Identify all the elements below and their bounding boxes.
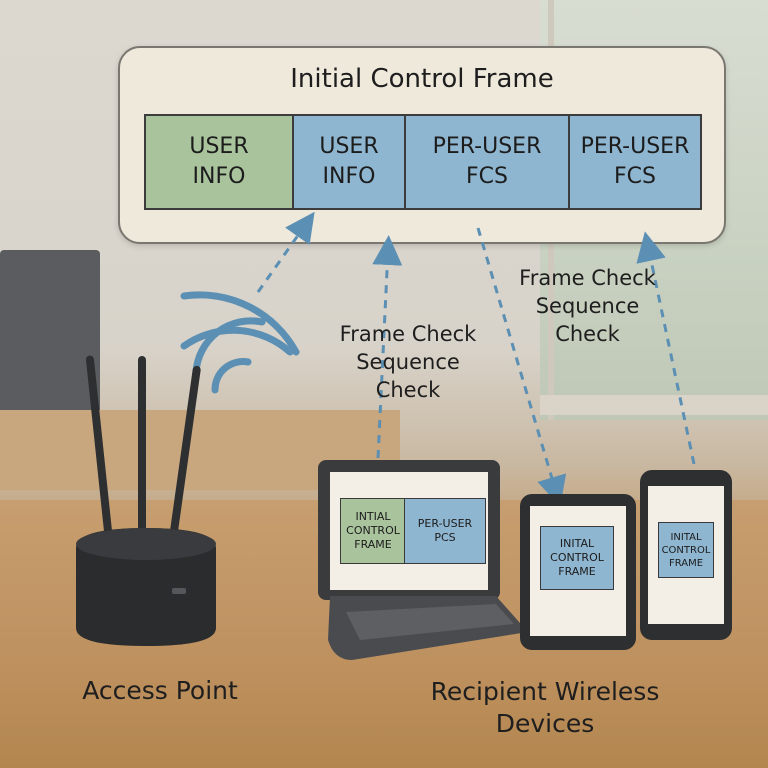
- fcs-left-line3: Check: [375, 378, 441, 402]
- background-monitor: [0, 250, 100, 420]
- fcs-left-line1: Frame Check: [339, 322, 477, 346]
- user-info-field-2: USER INFO: [294, 116, 406, 208]
- phone-line3: FRAME: [668, 557, 704, 569]
- arrow-ap-to-frame: [256, 211, 315, 293]
- laptop-left-line1: INTIAL: [355, 510, 391, 523]
- field-1-line2: INFO: [192, 164, 246, 189]
- tablet-line3: FRAME: [558, 565, 596, 578]
- field-3-line1: PER-USER: [432, 134, 542, 159]
- frame-fields: USER INFO USER INFO PER-USER FCS PER-USER FC…: [144, 114, 702, 210]
- recipient-label-line2: Devices: [495, 709, 595, 738]
- laptop-left-line3: FRAME: [354, 538, 392, 551]
- frame-title: Initial Control Frame: [290, 64, 554, 94]
- arrow-phone-to-frame: [636, 231, 696, 465]
- access-point-icon: [76, 355, 216, 646]
- recipient-devices-label: Recipient Wireless Devices: [400, 676, 690, 740]
- wifi-signal-icon: [180, 291, 300, 394]
- per-user-fcs-field-1: PER-USER FCS: [406, 116, 570, 208]
- fcs-right-line3: Check: [555, 322, 620, 346]
- phone-line2: CONTROL: [661, 544, 711, 556]
- field-2-line1: USER: [319, 134, 379, 159]
- arrow-laptop-to-frame: [372, 235, 403, 459]
- tablet-line2: CONTROL: [550, 551, 604, 564]
- arrow-frame-to-tablet: [476, 227, 567, 507]
- fcs-label-left: Frame Check Sequence Check: [318, 320, 498, 404]
- fcs-label-right: Frame Check Sequence Check: [500, 264, 675, 348]
- fcs-right-line2: Sequence: [535, 294, 640, 318]
- dashed-arrows: [256, 211, 696, 507]
- field-4-line2: FCS: [614, 164, 656, 189]
- laptop-right-line2: PCS: [434, 531, 456, 544]
- field-3-line2: FCS: [466, 164, 508, 189]
- access-point-label: Access Point: [82, 676, 238, 705]
- tablet-line1: INITAL: [559, 537, 595, 550]
- initial-control-frame-box: Initial Control Frame USER INFO USER INFO …: [118, 46, 726, 244]
- laptop-left-line2: CONTROL: [346, 524, 400, 537]
- fcs-right-line1: Frame Check: [519, 266, 656, 290]
- user-info-field-1: USER INFO: [146, 116, 294, 208]
- field-4-line1: PER-USER: [580, 134, 690, 159]
- phone-line1: INITAL: [670, 531, 702, 543]
- per-user-fcs-field-2: PER-USER FCS: [570, 116, 700, 208]
- field-1-line1: USER: [189, 134, 249, 159]
- fcs-left-line2: Sequence: [356, 350, 460, 374]
- field-2-line2: INFO: [322, 164, 376, 189]
- window-sill: [540, 395, 768, 415]
- laptop-right-line1: PER-USER: [417, 517, 473, 530]
- recipient-label-line1: Recipient Wireless: [430, 677, 660, 706]
